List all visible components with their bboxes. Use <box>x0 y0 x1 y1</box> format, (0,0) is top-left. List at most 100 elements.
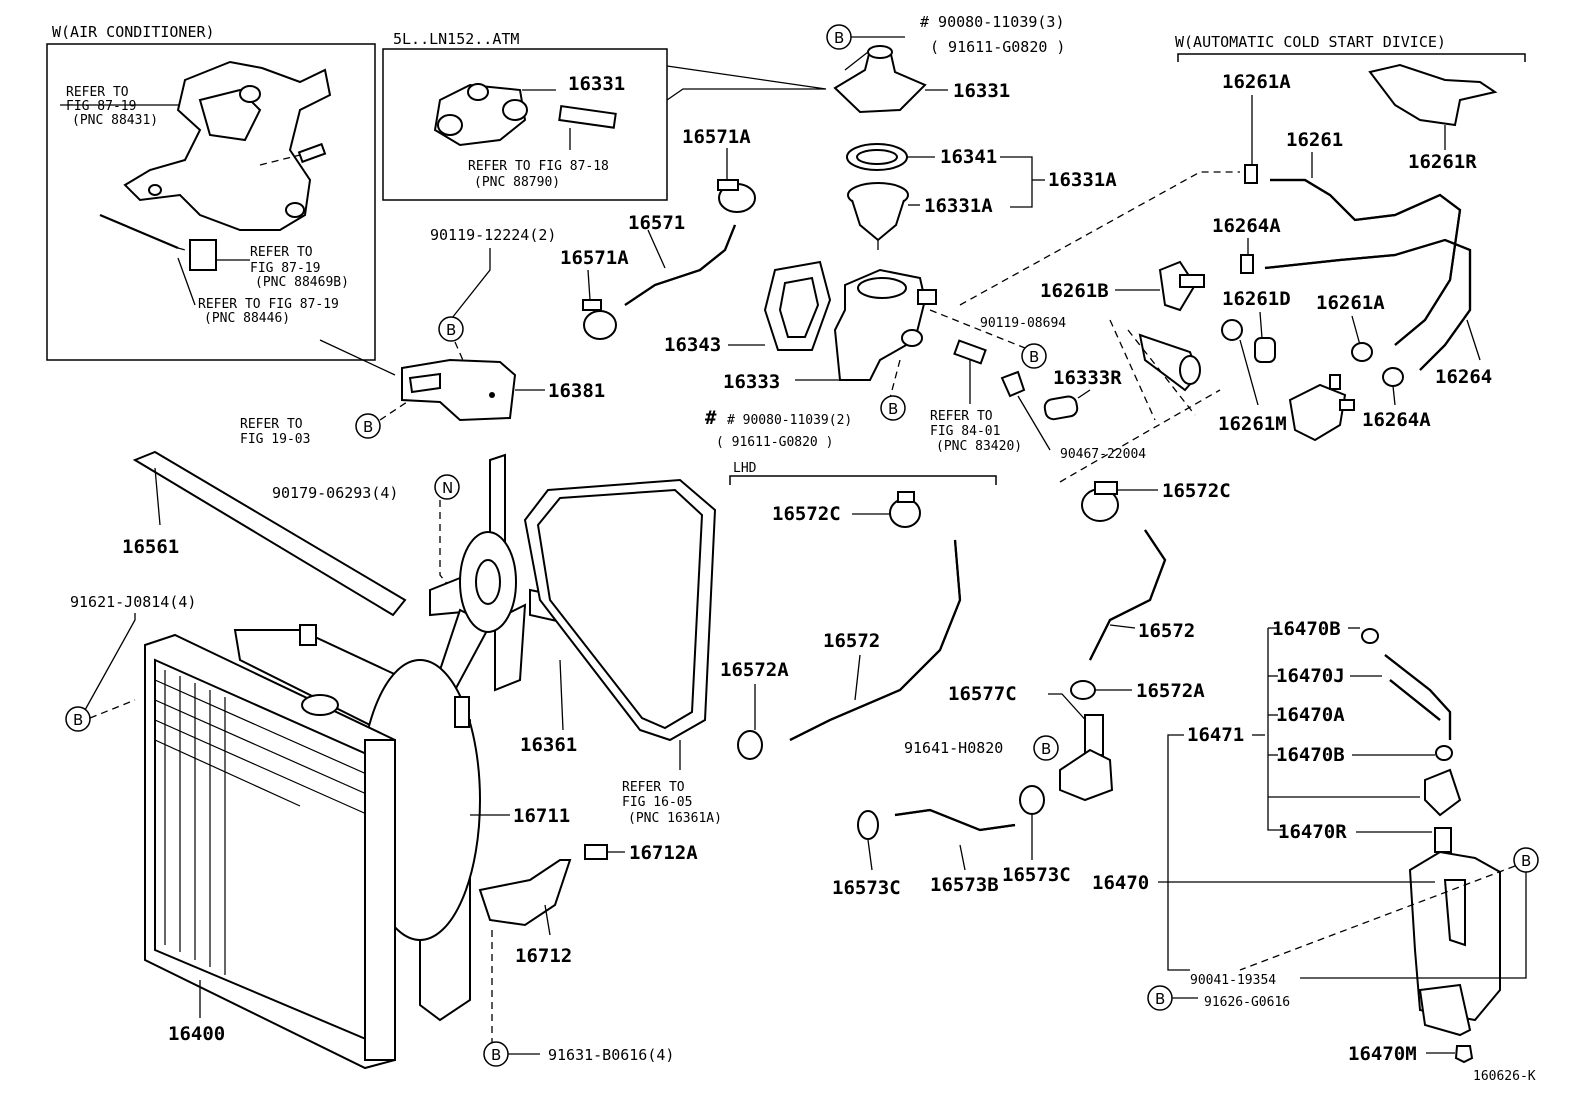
part-16331a-kit: 16331A <box>1048 169 1117 191</box>
cold-start-bracket <box>1177 53 1526 62</box>
marker-b-16381-label: B <box>446 321 456 339</box>
air-conditioner-box <box>46 43 376 361</box>
part-16572c-right: 16572C <box>1162 480 1231 502</box>
clamp-16261A-mid <box>1351 342 1373 362</box>
marker-b-radiator-label: B <box>73 711 83 729</box>
ref-ac-3-line-1: REFER TO FIG 87-19 <box>198 297 339 312</box>
temperature-switch <box>953 339 987 404</box>
cold-start-dash-2 <box>1109 319 1156 421</box>
part-16572a-left: 16572A <box>720 659 789 681</box>
ref-fig-84-01-line-1: REFER TO <box>930 409 993 424</box>
marker-b-fig1903-label: B <box>363 418 373 436</box>
marker-b-08694 <box>1021 343 1047 369</box>
marker-b-housing <box>880 395 906 421</box>
clamp-16572A-left <box>737 730 763 760</box>
part-16577c: 16577C <box>948 683 1017 705</box>
hose-16470J <box>1384 654 1452 740</box>
ref-fig-16-05-line-1: REFER TO <box>622 780 685 795</box>
part-16261: 16261 <box>1286 129 1343 151</box>
ref-fig-19-03-line-2: FIG 19-03 <box>240 432 310 447</box>
part-16343: 16343 <box>664 334 721 356</box>
drain-cock-16333R <box>1043 389 1091 421</box>
marker-n-label: N <box>442 479 453 497</box>
ac-cushion-block <box>189 239 250 271</box>
lhd-title: LHD <box>733 461 757 476</box>
bolt-91621-leader <box>84 613 136 711</box>
part-16571a-left: 16571A <box>560 247 629 269</box>
marker-b-outlet-label: B <box>834 29 844 47</box>
ref-ac-1-line-2: FIG 87-19 <box>66 99 136 114</box>
marker-b-91641 <box>1033 735 1059 761</box>
clamp-16261A-top <box>1244 164 1258 184</box>
bolt-91611-g0820-top: ( 91611-G0820 ) <box>930 38 1065 56</box>
cold-start-dash-3 <box>1127 329 1196 416</box>
vacuum-switch <box>1288 374 1355 442</box>
clamp-16571A-left <box>582 269 617 340</box>
part-16470j: 16470J <box>1276 665 1345 687</box>
part-16470m: 16470M <box>1348 1043 1417 1065</box>
part-16264: 16264 <box>1435 366 1492 388</box>
part-16573c-left: 16573C <box>832 877 901 899</box>
clamp-16572A-right <box>1070 680 1132 700</box>
part-16571a-top: 16571A <box>682 126 751 148</box>
marker-b-tank-dash <box>1239 865 1516 971</box>
drain-plug-16470M <box>1454 1045 1474 1064</box>
marker-b-16381 <box>438 316 464 342</box>
part-16572a-right: 16572A <box>1136 680 1205 702</box>
part-16712: 16712 <box>515 945 572 967</box>
bolt-91626-g0616: 91626-G0616 <box>1204 995 1290 1010</box>
marker-b-tank-label: B <box>1521 852 1531 870</box>
cold-start-dash-1 <box>959 171 1240 306</box>
valve-16261B <box>1158 260 1205 312</box>
tank-kit-bracket <box>1267 628 1284 831</box>
v-belt <box>523 478 717 770</box>
clamp-16573C-left <box>857 810 879 871</box>
bolt-90119-12224: 90119-12224(2) <box>430 226 556 244</box>
bolt-91611-g0820-mid: ( 91611-G0820 ) <box>716 435 833 450</box>
gasket-16341 <box>846 143 935 171</box>
part-16572-left: 16572 <box>823 630 880 652</box>
tank-cap-fitting <box>1424 768 1462 817</box>
bolt-91621-j0814: 91621-J0814(4) <box>70 593 196 611</box>
atm-box-title: 5L..LN152..ATM <box>393 30 519 48</box>
part-16711: 16711 <box>513 805 570 827</box>
marker-b-91641-label: B <box>1041 740 1051 758</box>
16261a-mid-leader <box>1351 315 1361 346</box>
ref-fig-19-03-line-1: REFER TO <box>240 417 303 432</box>
radiator-16400 <box>144 633 396 1070</box>
air-conditioner-box-title: W(AIR CONDITIONER) <box>52 23 215 41</box>
lhd-bracket <box>729 475 997 485</box>
fig1903-dash <box>379 399 411 421</box>
kit-bracket <box>1000 156 1033 208</box>
air-conditioner-leader <box>319 339 396 376</box>
clamp-16470B-top <box>1361 628 1379 644</box>
atm-water-outlet <box>433 83 556 147</box>
seal-16561 <box>132 450 407 617</box>
part-16571: 16571 <box>628 212 685 234</box>
ac-compressor-bracket <box>60 60 332 231</box>
part-16471: 16471 <box>1187 724 1244 746</box>
part-16470b-top: 16470B <box>1272 618 1341 640</box>
ref-ac-1-line-3: (PNC 88431) <box>72 113 158 128</box>
clamp-16470B-mid <box>1435 745 1453 761</box>
bolt-91631-b0616: 91631-B0616(4) <box>548 1046 674 1064</box>
clamp-16261M <box>1221 319 1259 406</box>
part-16470a: 16470A <box>1276 704 1345 726</box>
ac-long-bolt <box>99 213 216 306</box>
figure-id: 160626-K <box>1473 1069 1536 1084</box>
atm-box-leader <box>666 65 827 101</box>
housing-bolt-dash <box>929 309 1031 351</box>
part-16331-atm: 16331 <box>568 73 625 95</box>
bolt-90080-11039-3: # 90080-11039(3) <box>920 13 1065 31</box>
bolt-90119-08694: 90119-08694 <box>980 316 1066 331</box>
part-16573b: 16573B <box>930 874 999 896</box>
part-16470r: 16470R <box>1278 821 1347 843</box>
hash-mark-2: # <box>705 407 717 429</box>
part-16361: 16361 <box>520 734 577 756</box>
part-16331a-thermostat: 16331A <box>924 195 993 217</box>
part-16261a-mid: 16261A <box>1316 292 1385 314</box>
ref-fig-16-05-line-3: (PNC 16361A) <box>628 811 722 826</box>
part-16573c-right: 16573C <box>1002 864 1071 886</box>
ref-fig-84-01-line-2: FIG 84-01 <box>930 424 1000 439</box>
